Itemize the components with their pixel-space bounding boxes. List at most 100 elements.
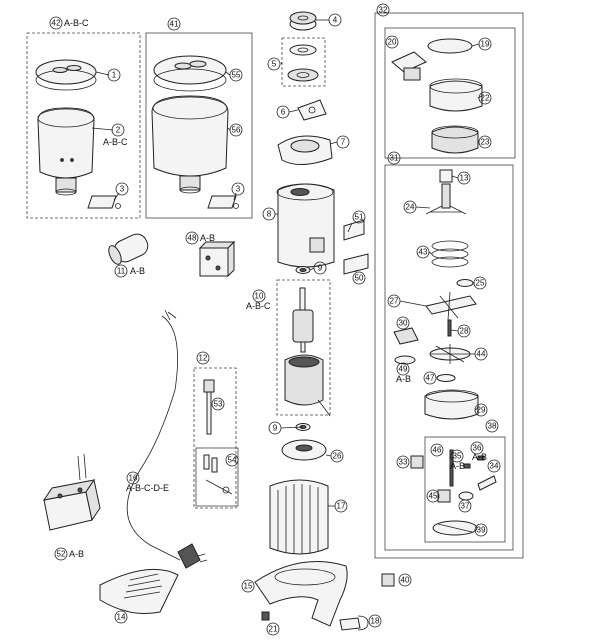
washer-47 — [436, 374, 456, 382]
callout-22: 22 — [478, 91, 492, 105]
nut-40 — [381, 573, 395, 587]
callout-47: 47 — [423, 371, 437, 385]
svg-text:7: 7 — [341, 138, 346, 147]
callout-33: 33 — [396, 455, 410, 469]
svg-text:9: 9 — [318, 264, 323, 273]
svg-text:29: 29 — [477, 406, 486, 415]
screw-36 — [477, 455, 485, 461]
variant-49: A-B — [396, 374, 411, 384]
lid-55 — [153, 55, 227, 92]
svg-text:45: 45 — [429, 492, 438, 501]
variant-2: A-B-C — [103, 137, 128, 147]
group-box-10 — [276, 279, 331, 416]
variant-48: A-B — [200, 233, 215, 243]
callout-23: 23 — [478, 135, 492, 149]
nut-4 — [289, 11, 317, 31]
brush-53 — [203, 379, 215, 435]
group-box-32-top — [384, 27, 516, 159]
svg-text:13: 13 — [460, 174, 469, 183]
ring-22 — [429, 78, 483, 112]
svg-text:19: 19 — [481, 40, 490, 49]
callout-29: 29 — [474, 403, 488, 417]
parts-kit-54 — [203, 454, 233, 495]
nut-37 — [458, 491, 474, 501]
svg-text:33: 33 — [399, 458, 408, 467]
group-box-38 — [424, 436, 506, 543]
callout-4: 4 — [328, 13, 342, 27]
svg-text:9: 9 — [273, 424, 278, 433]
foot-base-15 — [254, 561, 348, 627]
callout-43: 43 — [416, 245, 430, 259]
svg-text:40: 40 — [401, 576, 410, 585]
callout-24: 24 — [403, 200, 417, 214]
variant-labels: A-B-C A-B-C A-B A-B A-B-C A-B-C-D-E A-B … — [64, 18, 487, 559]
callout-3b: 3 — [231, 182, 245, 196]
svg-text:17: 17 — [337, 502, 346, 511]
svg-text:35: 35 — [453, 452, 462, 461]
svg-text:20: 20 — [388, 38, 397, 47]
svg-text:37: 37 — [461, 502, 470, 511]
svg-text:47: 47 — [426, 374, 435, 383]
callout-13: 13 — [457, 171, 471, 185]
blade-27 — [425, 291, 477, 321]
svg-text:5: 5 — [272, 60, 277, 69]
nut-13 — [439, 169, 453, 183]
svg-text:31: 31 — [390, 154, 399, 163]
svg-text:16: 16 — [129, 474, 138, 483]
variant-10: A-B-C — [246, 301, 271, 311]
svg-text:44: 44 — [477, 350, 486, 359]
svg-text:15: 15 — [244, 582, 253, 591]
rotor-10 — [292, 287, 314, 353]
svg-text:32: 32 — [379, 6, 388, 15]
svg-text:8: 8 — [267, 210, 272, 219]
variant-42: A-B-C — [64, 18, 89, 28]
svg-text:26: 26 — [333, 452, 342, 461]
svg-text:52: 52 — [57, 550, 66, 559]
part-33 — [410, 455, 424, 469]
bearing-set-5 — [287, 44, 319, 82]
bracket-6 — [297, 99, 327, 121]
callout-55: 55 — [229, 68, 243, 82]
callout-30: 30 — [396, 316, 410, 330]
svg-text:38: 38 — [488, 422, 497, 431]
block-30 — [393, 327, 419, 345]
svg-text:4: 4 — [333, 16, 338, 25]
capacitor-11 — [108, 233, 149, 265]
callout-2: 2 — [111, 123, 125, 137]
group-box-32 — [374, 12, 524, 559]
washer-25 — [456, 279, 474, 287]
svg-text:36: 36 — [473, 444, 482, 453]
group-box-31 — [384, 164, 514, 551]
wrench-18 — [339, 615, 369, 631]
svg-text:23: 23 — [481, 138, 490, 147]
callout-5: 5 — [267, 57, 281, 71]
callout-39: 39 — [474, 523, 488, 537]
base-shell-17 — [269, 479, 329, 555]
callouts: 1 2 3 3 55 56 41 42 4 5 6 7 8 9 9 10 11 … — [49, 3, 501, 636]
gasket-19 — [427, 38, 473, 54]
svg-text:24: 24 — [406, 203, 415, 212]
svg-text:48: 48 — [188, 234, 197, 243]
mat-14 — [99, 568, 179, 614]
callout-50: 50 — [352, 271, 366, 285]
lever-34 — [477, 475, 497, 491]
ring-29 — [424, 389, 479, 420]
callout-41: 41 — [167, 17, 181, 31]
motor-housing-8 — [276, 183, 335, 268]
svg-text:49: 49 — [399, 365, 408, 374]
hopper-2 — [37, 107, 95, 196]
callout-8: 8 — [262, 207, 276, 221]
callout-9a: 9 — [313, 261, 327, 275]
disc-49 — [394, 355, 416, 365]
label-plate-50 — [343, 253, 369, 275]
svg-text:28: 28 — [460, 327, 469, 336]
svg-text:3: 3 — [120, 185, 125, 194]
callout-11: 11 — [114, 264, 128, 278]
callout-35: 35 — [450, 449, 464, 463]
pin-28 — [447, 319, 452, 337]
battery-52 — [42, 453, 101, 531]
callout-17: 17 — [334, 499, 348, 513]
callout-21: 21 — [266, 622, 280, 636]
